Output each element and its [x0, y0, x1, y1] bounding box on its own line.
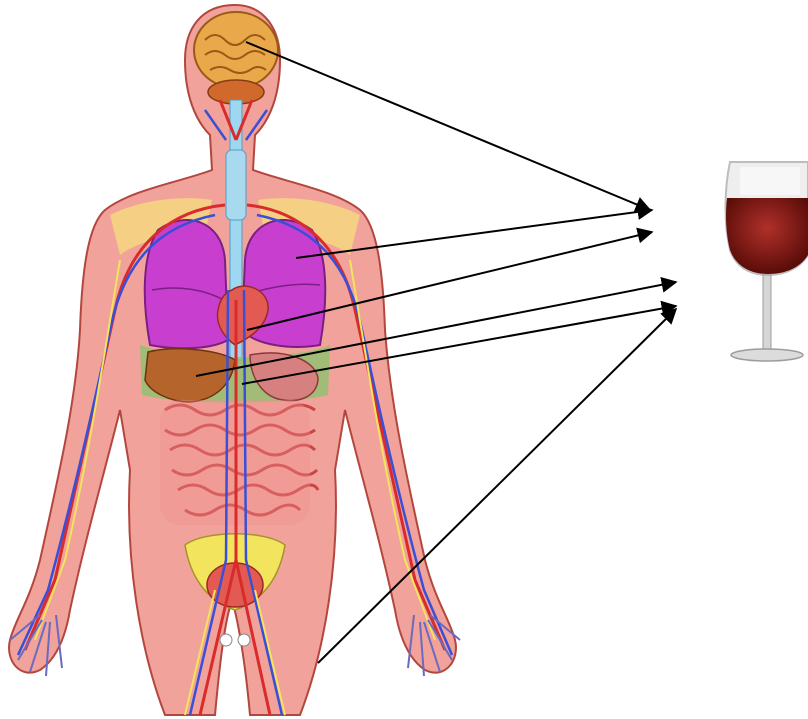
glass-base [731, 349, 803, 361]
lung-left [145, 220, 228, 348]
trachea [226, 150, 246, 220]
glass-rim-highlight [740, 167, 800, 195]
glass-stem [763, 275, 771, 350]
human-body [9, 5, 460, 715]
wine-glass [726, 162, 808, 361]
wine [726, 198, 808, 274]
kneecap-left [220, 634, 232, 646]
arrow-brain [246, 42, 650, 210]
kneecap-right [238, 634, 250, 646]
